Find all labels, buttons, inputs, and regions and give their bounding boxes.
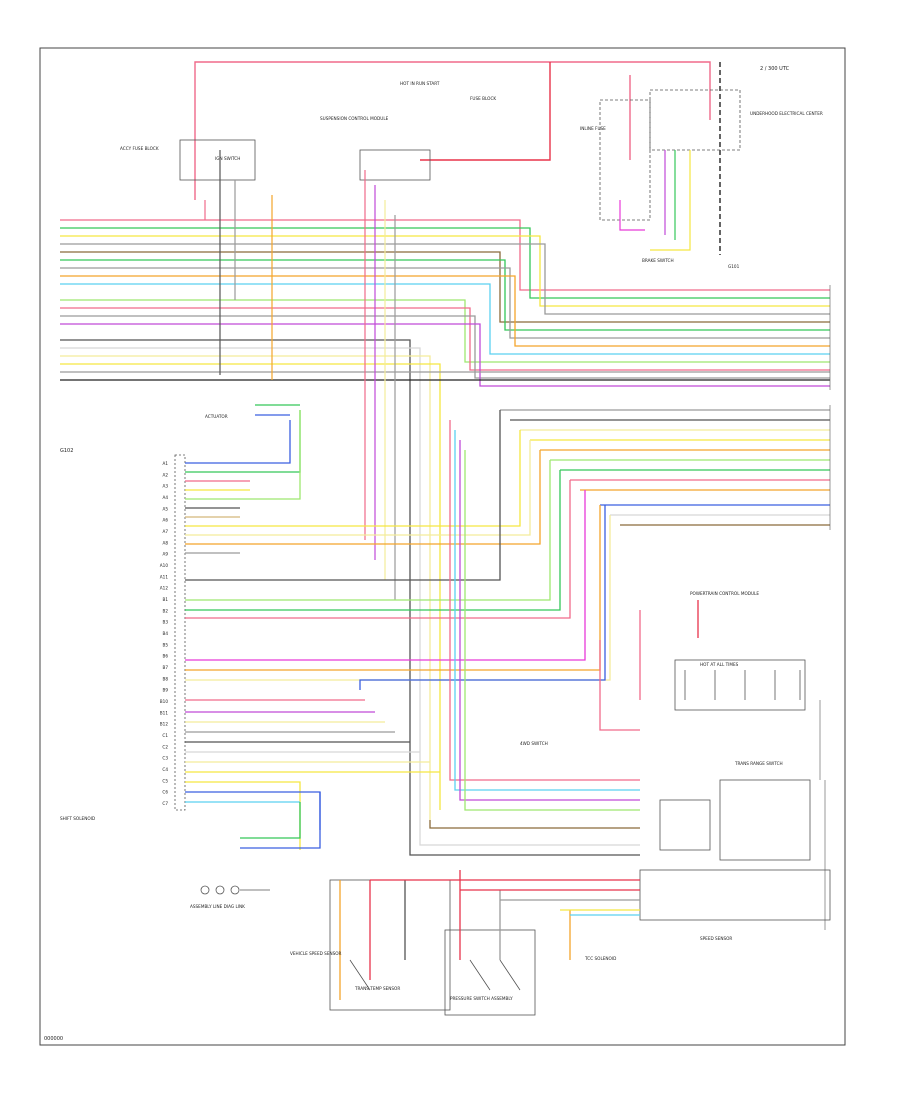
pcm-pin-label: B10: [160, 699, 169, 704]
pcm-pin-label: B2: [162, 608, 168, 613]
label-ground-g1: G101: [728, 264, 740, 269]
label-hot-run: HOT IN RUN START: [400, 81, 440, 86]
pcm-pin-label: C3: [162, 756, 168, 761]
pcm-pin-label: A11: [160, 574, 169, 579]
bottom-left-sensors: [200, 885, 270, 895]
pcm-pin-label: B8: [162, 676, 168, 681]
label-shift-sol: TCC SOLENOID: [584, 956, 616, 961]
bus-wires-middle: [500, 409, 830, 526]
pcm-pin-label: A8: [162, 540, 168, 545]
pcm-connector: G102: [60, 448, 186, 811]
top-feed-wires: [194, 61, 721, 255]
pcm-pin-label: B5: [162, 642, 168, 647]
pcm-pin-label: C2: [162, 744, 168, 749]
upper-vertical-drops: [204, 150, 691, 600]
pcm-pin-label: B1: [162, 597, 168, 602]
pcm-pin-label: B12: [160, 722, 169, 727]
pcm-pin-labels: A1A2A3A4A5A6A7A8A9A10A11A12B1B2B3B4B5B6B…: [160, 461, 169, 806]
lower-right-components: [639, 659, 831, 921]
right-terminations: [819, 285, 831, 930]
corner-label: 2 / 300 UTC: [760, 66, 790, 72]
diagram-frame: [39, 47, 846, 1046]
pcm-pin-wires: [185, 410, 611, 850]
label-suspension: SUSPENSION CONTROL MODULE: [320, 116, 389, 121]
pcm-pin-label: A6: [162, 518, 168, 523]
label-data-link: SHIFT SOLENOID: [60, 816, 95, 821]
pcm-pin-label: A9: [162, 552, 168, 557]
pcm-pin-label: B7: [162, 665, 168, 670]
label-trans-range: HOT AT ALL TIMES: [700, 662, 739, 667]
label-speed-sensor: TRANS RANGE SWITCH: [734, 761, 783, 766]
pcm-pin-label: A5: [162, 506, 168, 511]
pcm-pin-label: C4: [162, 767, 168, 772]
label-4wd-switch: 4WD SWITCH: [520, 741, 548, 746]
bus-wires-upper: [60, 219, 830, 840]
label-assembly-line: ASSEMBLY LINE DIAG LINK: [190, 904, 245, 909]
pcm-pin-label: A7: [162, 529, 168, 534]
pcm-pin-label: C1: [162, 733, 168, 738]
pcm-pin-label: A10: [160, 563, 169, 568]
label-hot-at-all: POWERTRAIN CONTROL MODULE: [690, 591, 759, 596]
label-actuator: ACTUATOR: [205, 414, 228, 419]
lower-routes: [359, 420, 699, 856]
label-vss: SPEED SENSOR: [700, 936, 732, 941]
footer-id: 000000: [44, 1036, 63, 1042]
label-ign-switch: IGN SWITCH: [215, 156, 240, 161]
pcm-pin-label: C5: [162, 778, 168, 783]
pcm-pin-label: B3: [162, 620, 168, 625]
pcm-pin-label: B6: [162, 654, 168, 659]
top-components: [179, 89, 741, 221]
pcm-title: G102: [60, 448, 73, 454]
pcm-pin-label: A4: [162, 495, 168, 500]
label-accy-fuse: ACCY FUSE BLOCK: [120, 146, 159, 151]
label-brake-switch: BRAKE SWITCH: [642, 258, 674, 263]
label-pressure-sw: PRESSURE SWITCH ASSEMBLY: [450, 996, 513, 1001]
label-trans-temp: TRANS TEMP SENSOR: [354, 986, 400, 991]
data-link-wires: [240, 404, 321, 849]
label-fuse-block: FUSE BLOCK: [470, 96, 496, 101]
pcm-pin-label: B11: [160, 710, 169, 715]
pcm-pin-label: B9: [162, 688, 168, 693]
label-tcc-solenoid: VEHICLE SPEED SENSOR: [290, 951, 342, 956]
pcm-pin-label: C6: [162, 790, 168, 795]
pcm-pin-label: A12: [160, 586, 169, 591]
label-underhood: UNDERHOOD ELECTRICAL CENTER: [750, 111, 823, 116]
pcm-pin-label: A3: [162, 484, 168, 489]
pcm-pin-label: A1: [162, 461, 168, 466]
pcm-pin-label: B4: [162, 631, 168, 636]
pcm-pin-label: A2: [162, 472, 168, 477]
lower-left-wires: [339, 870, 640, 1000]
label-inline-fuse: INLINE FUSE: [580, 126, 606, 131]
pcm-pin-label: C7: [162, 801, 168, 806]
